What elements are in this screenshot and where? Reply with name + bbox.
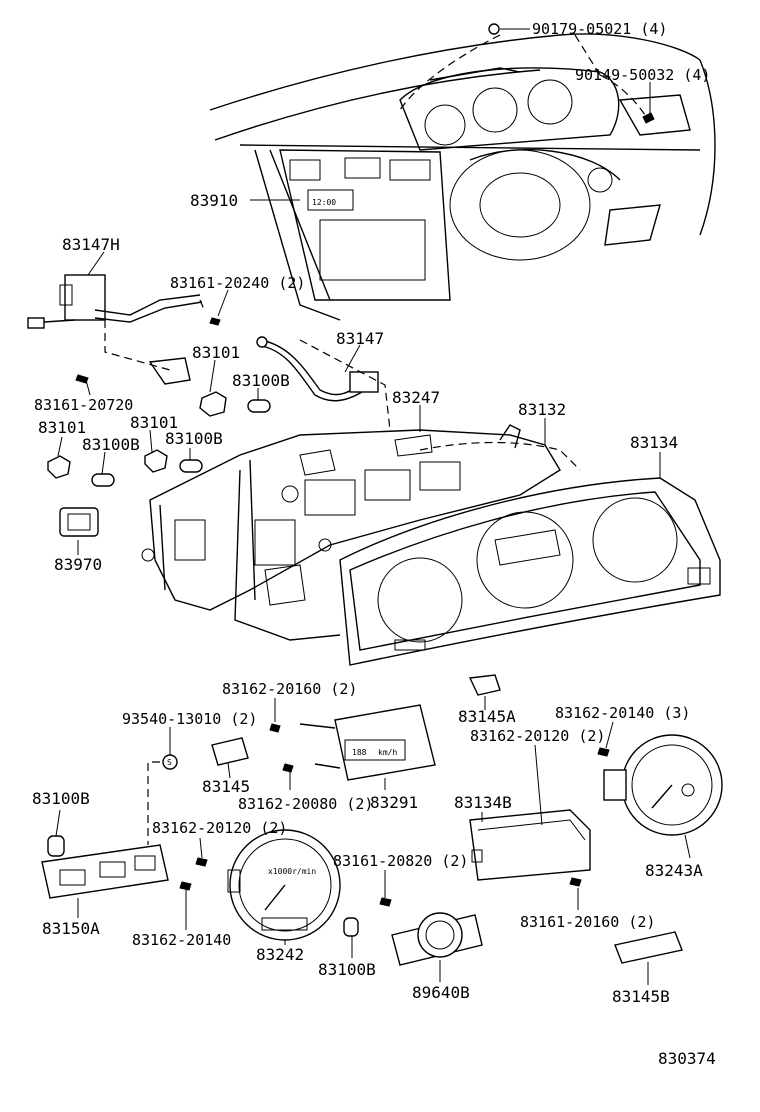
speedometer-83243A [603, 734, 723, 836]
label-83101-c: 83101 [130, 413, 178, 432]
clock-display: 12:00 [312, 198, 336, 207]
label-83101-a: 83101 [192, 343, 240, 362]
label-83910: 83910 [190, 191, 238, 210]
tach-scale: x1000r/min [268, 867, 316, 876]
label-83161-20820: 83161-20820 (2) [333, 852, 468, 870]
label-83242: 83242 [256, 945, 304, 964]
plate-83145B [614, 931, 683, 964]
label-83132: 83132 [518, 400, 566, 419]
label-83145A: 83145A [458, 707, 516, 726]
screw-icon [195, 857, 208, 867]
screw-icon [75, 374, 89, 384]
cluster-housing-83247 [141, 424, 561, 641]
bulb-83100B-a [247, 399, 271, 413]
plate-83145 [211, 737, 249, 766]
screw-icon [269, 723, 281, 733]
label-83147H: 83147H [62, 235, 120, 254]
socket-83101-c [144, 449, 168, 473]
bulb-83100B-b [91, 473, 115, 487]
screw-icon [282, 763, 294, 773]
screw-icon [569, 877, 582, 887]
label-83162-20160: 83162-20160 (2) [222, 680, 357, 698]
label-83100B-e: 83100B [318, 960, 376, 979]
screw-icon [379, 897, 392, 907]
label-83162-20140-3: 83162-20140 (3) [555, 704, 690, 722]
connector-83147H [27, 274, 203, 329]
label-83161-20160: 83161-20160 (2) [520, 913, 655, 931]
bulb-83100B-c [179, 459, 203, 473]
label-83161-20720: 83161-20720 [34, 396, 133, 414]
label-83147: 83147 [336, 329, 384, 348]
socket-83101-a [199, 391, 227, 417]
part-83970 [59, 507, 99, 537]
label-83150A: 83150A [42, 919, 100, 938]
label-90179-05021: 90179-05021 (4) [532, 20, 667, 38]
screw-icon [209, 317, 221, 326]
plate-83145A [468, 674, 501, 696]
label-83247: 83247 [392, 388, 440, 407]
label-83162-20140: 83162-20140 [132, 931, 231, 949]
glass-83134B [469, 809, 591, 881]
dashboard-illustration: 12:00 [209, 33, 716, 321]
socket-83101-b [47, 455, 71, 479]
label-83101-b: 83101 [38, 418, 86, 437]
screw-icon [597, 747, 610, 757]
display-83291: 188 km/h [299, 704, 436, 781]
label-83145B: 83145B [612, 987, 670, 1006]
screw-icon [642, 112, 655, 124]
odo-digits: 188 [352, 748, 367, 757]
part-83150A [41, 844, 169, 899]
label-83243A: 83243A [645, 861, 703, 880]
cluster-glass-83134 [339, 477, 721, 666]
label-83134B: 83134B [454, 793, 512, 812]
label-83100B-c: 83100B [165, 429, 223, 448]
part-89640B [391, 912, 483, 966]
label-83100B-b: 83100B [82, 435, 140, 454]
tachometer-83242: x1000r/min [227, 829, 341, 941]
label-83134: 83134 [630, 433, 678, 452]
label-83970: 83970 [54, 555, 102, 574]
label-90149-50032: 90149-50032 (4) [575, 66, 710, 84]
screw-icon [488, 23, 500, 35]
diagram-number: 830374 [658, 1049, 716, 1068]
label-83162-20120-a: 83162-20120 (2) [470, 727, 605, 745]
bulb-83100B-e [343, 917, 359, 937]
label-83161-20240: 83161-20240 (2) [170, 274, 305, 292]
odo-unit: km/h [378, 748, 397, 757]
label-83162-20080: 83162-20080 (2) [238, 795, 373, 813]
bulb-83100B-d [47, 835, 65, 857]
label-83145: 83145 [202, 777, 250, 796]
label-93540-13010: 93540-13010 (2) [122, 710, 257, 728]
label-83162-20120-b: 83162-20120 (2) [152, 819, 287, 837]
leader-lines [55, 28, 691, 985]
label-83291: 83291 [370, 793, 418, 812]
circuit-83132-outline [419, 441, 581, 471]
label-83100B-d: 83100B [32, 789, 90, 808]
label-83100B-a: 83100B [232, 371, 290, 390]
bracket-icon [148, 357, 191, 385]
s-mark: S [167, 758, 172, 767]
label-89640B: 89640B [412, 983, 470, 1002]
screw-icon [179, 881, 192, 891]
